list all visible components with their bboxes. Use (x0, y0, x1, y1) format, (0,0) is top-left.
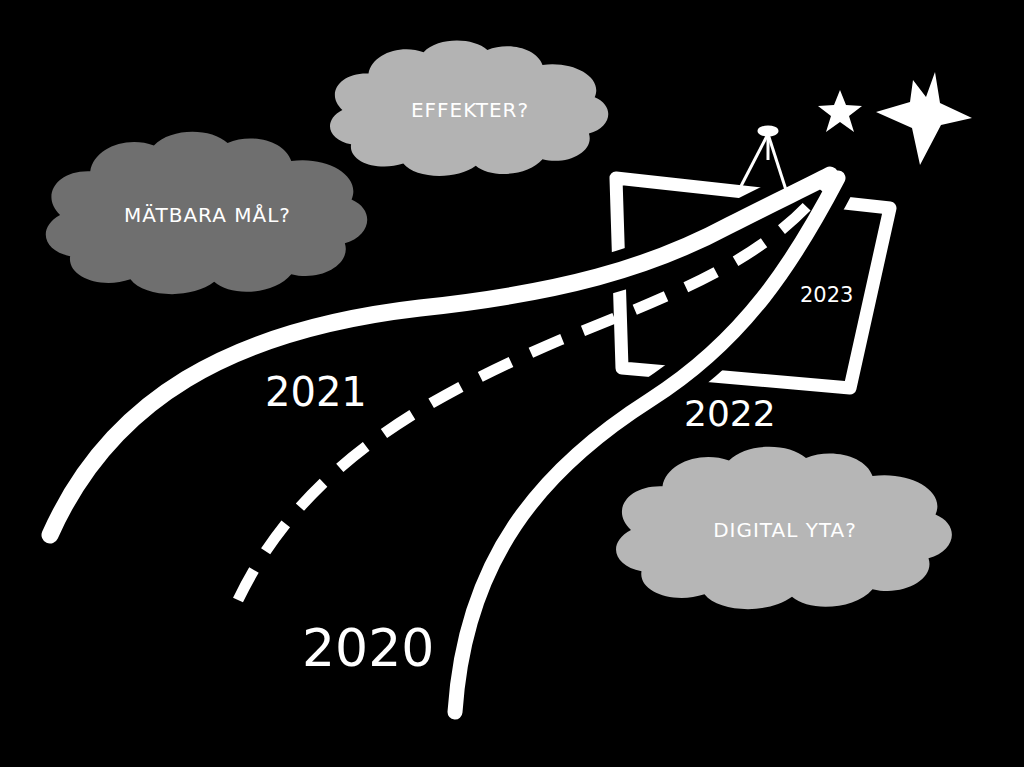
year-label: 2023 (800, 285, 853, 306)
cloud-outline (46, 132, 367, 294)
year-label: 2020 (302, 622, 434, 674)
star-small (818, 90, 862, 132)
cloud-node: EFFEKTER? (325, 35, 615, 185)
year-label: 2022 (684, 396, 776, 432)
cloud-node: MÄTBARA MÅL? (40, 125, 375, 305)
cloud-text: EFFEKTER? (411, 98, 529, 122)
cloud-node: DIGITAL YTA? (610, 440, 960, 620)
year-label: 2021 (265, 372, 367, 412)
tripod (740, 127, 786, 190)
cloud-outline (616, 447, 952, 609)
star-large (876, 72, 972, 165)
road-edge (455, 178, 838, 712)
cloud-text: DIGITAL YTA? (713, 518, 857, 542)
cloud-text: MÄTBARA MÅL? (124, 203, 291, 227)
cloud-outline (330, 41, 608, 176)
